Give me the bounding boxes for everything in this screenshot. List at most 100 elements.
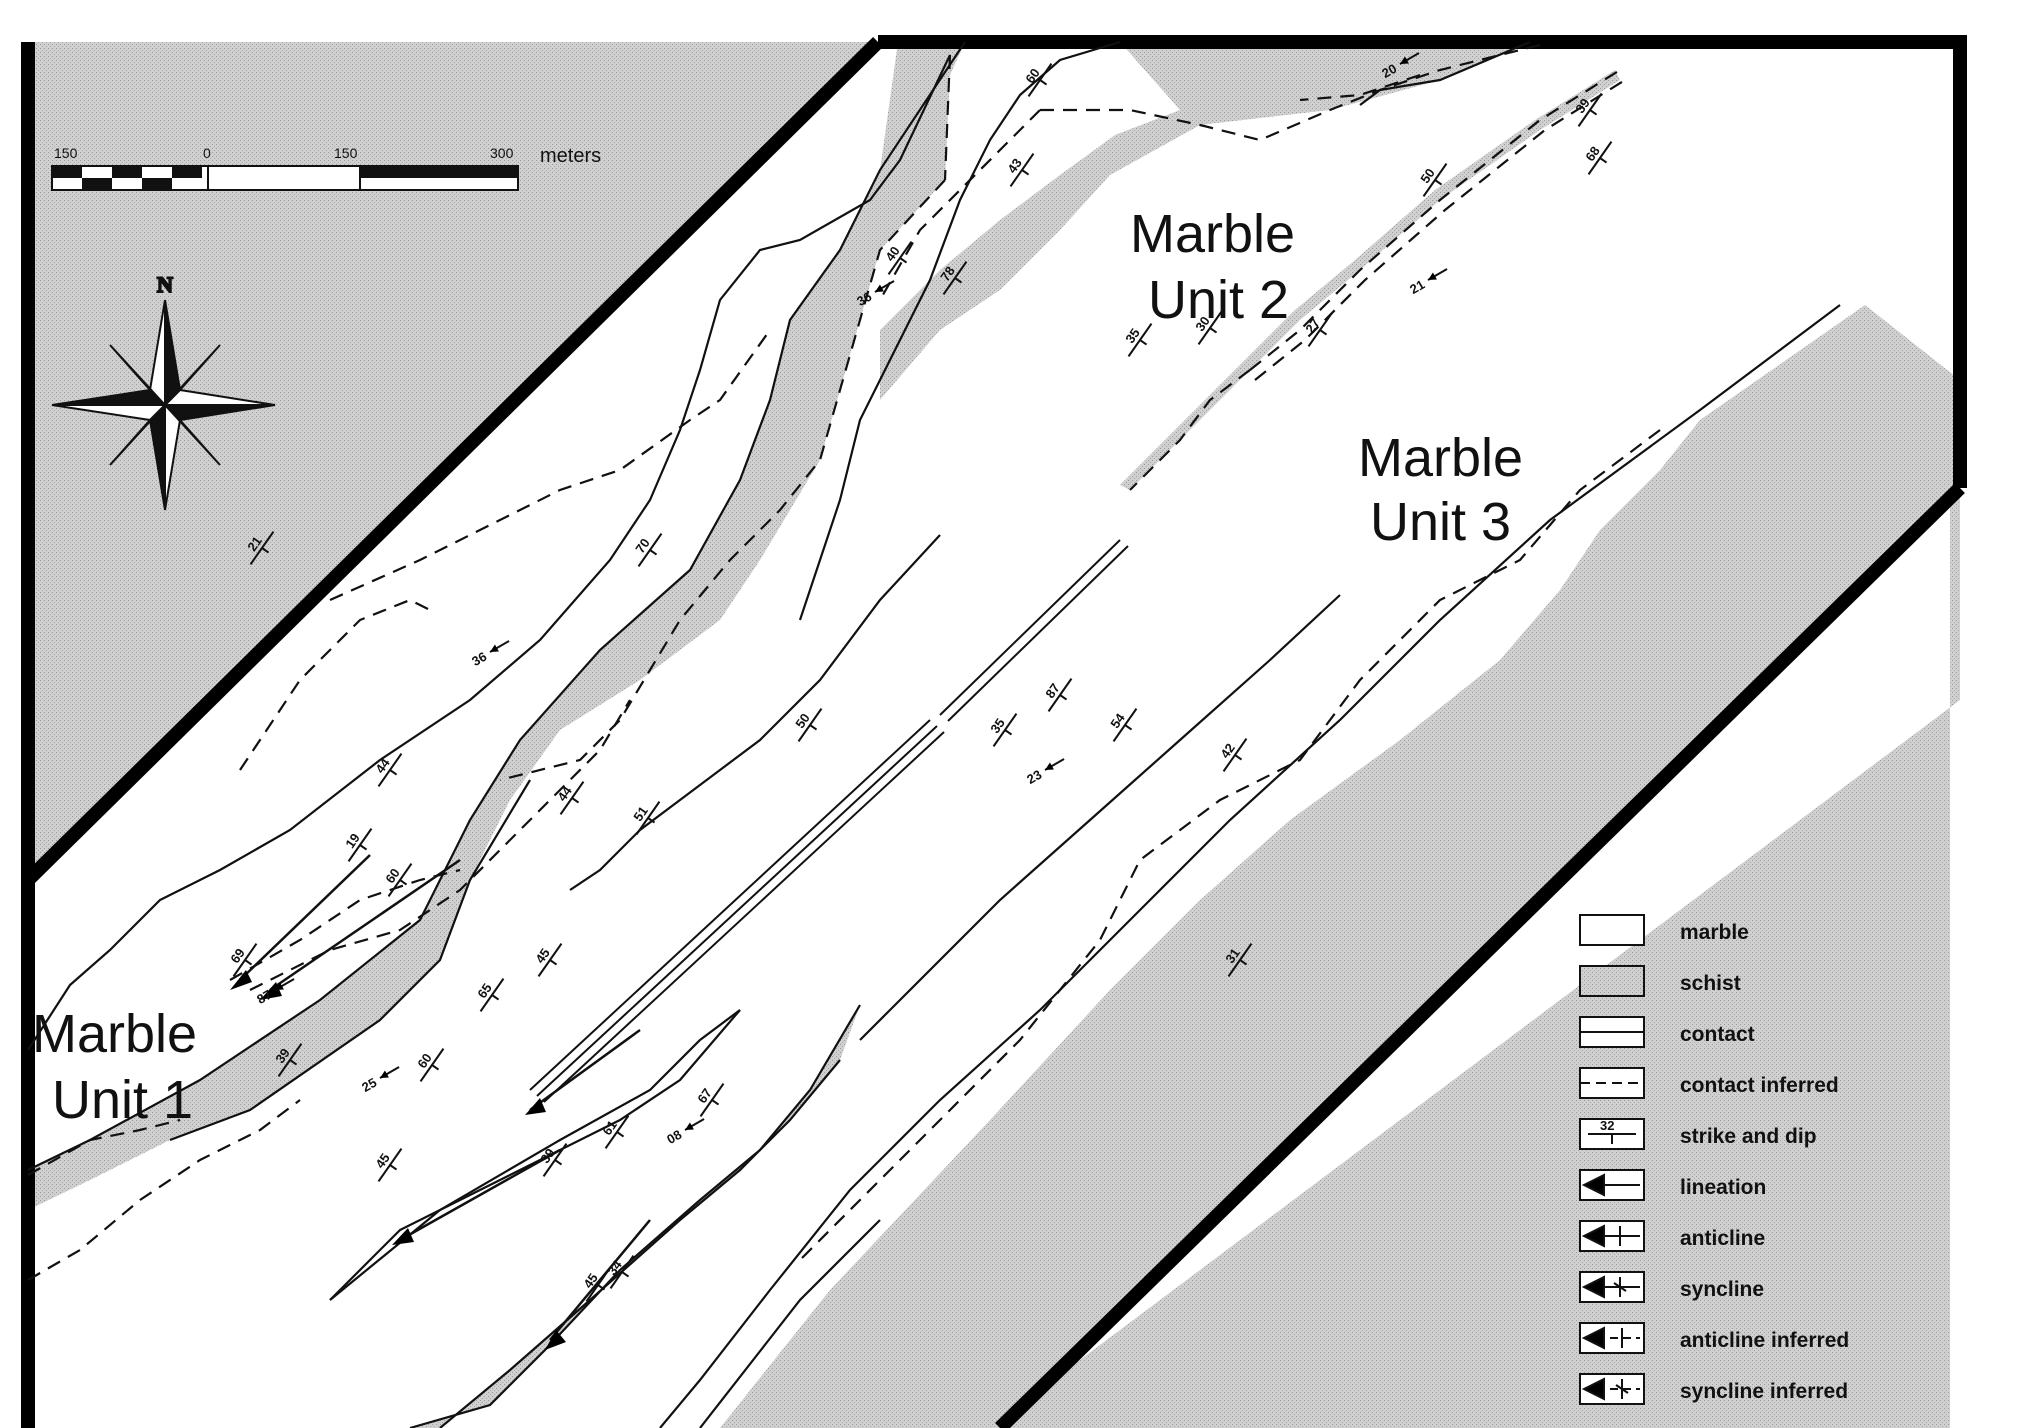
dip-value: 51 xyxy=(630,804,651,824)
dip-value: 39 xyxy=(272,1046,293,1066)
legend-swatch-syncline xyxy=(1579,1271,1645,1303)
strike-dip-symbol: 69 xyxy=(227,943,258,977)
lineation-symbol: 20 xyxy=(1379,52,1420,81)
legend-swatch-anticline-inferred xyxy=(1579,1322,1645,1354)
schist-band-se xyxy=(995,490,1960,1428)
strike-dip-symbol: 45 xyxy=(580,1268,611,1302)
scale-tick-label: 300 xyxy=(490,145,514,161)
legend-label-strike-dip: strike and dip xyxy=(1680,1125,1817,1148)
legend-label-anticline-inferred: anticline inferred xyxy=(1680,1329,1849,1352)
dip-value: 21 xyxy=(244,534,265,554)
strike-dip-symbol: 67 xyxy=(694,1083,725,1117)
dip-value: 45 xyxy=(580,1271,601,1291)
dip-value: 50 xyxy=(792,711,813,731)
scale-tick-label: 150 xyxy=(54,145,78,161)
dip-value: 43 xyxy=(1004,156,1025,176)
dip-value: 30 xyxy=(1192,314,1213,334)
legend-swatch-syncline-inferred xyxy=(1579,1373,1645,1405)
contact-lines xyxy=(27,40,1841,1428)
strike-dip-symbol: 87 xyxy=(1042,678,1073,712)
dip-value: 78 xyxy=(937,264,958,284)
strike-dip-symbol: 31 xyxy=(1222,943,1253,977)
scale-tick-label: 150 xyxy=(334,145,358,161)
schist-strip-ne xyxy=(1120,70,1620,490)
lineation-value: 08 xyxy=(664,1127,684,1147)
strike-dip-symbol: 60 xyxy=(382,863,413,897)
strike-dip-symbol: 40 xyxy=(882,241,913,275)
dip-value: 70 xyxy=(632,536,653,556)
legend-strike-dip-value: 32 xyxy=(1600,1118,1614,1133)
strike-dip-symbol: 39 xyxy=(1572,93,1603,127)
dip-value: 61 xyxy=(599,1118,620,1138)
strike-dip-symbol: 60 xyxy=(1022,63,1053,97)
strike-dip-symbol: 39 xyxy=(537,1143,568,1177)
dip-value: 42 xyxy=(1217,741,1238,761)
legend-swatch-lineation xyxy=(1579,1169,1645,1201)
dip-value: 19 xyxy=(342,831,363,851)
legend-swatch-contact xyxy=(1579,1016,1645,1048)
lineation-value: 36 xyxy=(854,289,874,309)
dip-value: 67 xyxy=(694,1086,715,1106)
scale-unit-label: meters xyxy=(540,145,601,167)
dip-value: 45 xyxy=(372,1151,393,1171)
unit-labels: Marble Unit 1 Marble Unit 2 Marble Unit … xyxy=(32,204,1523,1130)
fold-axes xyxy=(239,854,651,1341)
dip-value: 39 xyxy=(1572,96,1593,116)
strike-dip-symbol: 35 xyxy=(987,713,1018,747)
strike-dip-symbol: 19 xyxy=(342,828,373,862)
strike-dip-symbol: 43 xyxy=(1004,153,1035,187)
north-arrow-icon: N xyxy=(51,271,276,511)
strike-dip-symbol: 27 xyxy=(1302,313,1333,347)
legend-swatch-anticline xyxy=(1579,1220,1645,1252)
dip-value: 45 xyxy=(532,946,553,966)
legend-label-marble: marble xyxy=(1680,921,1749,944)
strike-dip-symbol: 51 xyxy=(630,801,661,835)
strike-dip-symbol: 35 xyxy=(1122,323,1153,357)
dip-value: 87 xyxy=(1042,681,1063,701)
legend-label-anticline: anticline xyxy=(1680,1227,1765,1250)
lineation-symbol: 08 xyxy=(664,1118,705,1147)
strike-dip-symbol: 45 xyxy=(532,943,563,977)
lineation-symbol: 23 xyxy=(1024,758,1065,787)
dip-value: 50 xyxy=(1417,166,1438,186)
dip-value: 60 xyxy=(382,866,403,886)
strike-dip-symbol: 70 xyxy=(632,533,663,567)
lineation-value: 20 xyxy=(1379,61,1399,81)
strike-dip-symbol: 60 xyxy=(414,1048,445,1082)
unit1-label-line2: Unit 1 xyxy=(52,1070,193,1130)
lineation-symbol: 87 xyxy=(254,978,295,1007)
dip-value: 60 xyxy=(414,1051,435,1071)
lineation-value: 87 xyxy=(254,987,274,1007)
legend-label-schist: schist xyxy=(1680,972,1741,995)
lineation-value: 23 xyxy=(1024,767,1044,787)
legend-label-syncline-inferred: syncline inferred xyxy=(1680,1380,1848,1403)
dip-value: 65 xyxy=(474,981,495,1001)
lineation-value: 21 xyxy=(1407,277,1427,297)
lineation-symbol: 36 xyxy=(854,280,895,309)
dip-value: 35 xyxy=(987,716,1008,736)
unit1-label-line1: Marble xyxy=(32,1004,197,1064)
scale-tick-label: 0 xyxy=(203,145,211,161)
unit2-label-line2: Unit 2 xyxy=(1148,270,1289,330)
schist-band-se-main xyxy=(720,305,1960,1428)
legend-swatch-strike-dip: 32 xyxy=(1579,1118,1645,1150)
unit3-label-line1: Marble xyxy=(1358,428,1523,488)
lineation-symbol: 21 xyxy=(1407,268,1448,297)
strike-dip-symbol: 42 xyxy=(1217,738,1248,772)
scale-bar: 150 0 150 300 meters xyxy=(51,145,601,191)
map-frame xyxy=(21,35,1967,1428)
strike-dip-symbol: 54 xyxy=(1107,708,1138,742)
strike-dip-symbol: 61 xyxy=(599,1115,630,1149)
dip-value: 39 xyxy=(537,1146,558,1166)
dip-value: 69 xyxy=(227,946,248,966)
dip-value: 35 xyxy=(1122,326,1143,346)
lineation-value: 25 xyxy=(359,1075,379,1095)
legend-label-contact: contact xyxy=(1680,1023,1755,1046)
legend: 32 xyxy=(1579,914,1849,1405)
lineation-symbol: 25 xyxy=(359,1066,400,1095)
fold-arrowheads xyxy=(230,970,566,1350)
dip-value: 31 xyxy=(1222,946,1243,966)
